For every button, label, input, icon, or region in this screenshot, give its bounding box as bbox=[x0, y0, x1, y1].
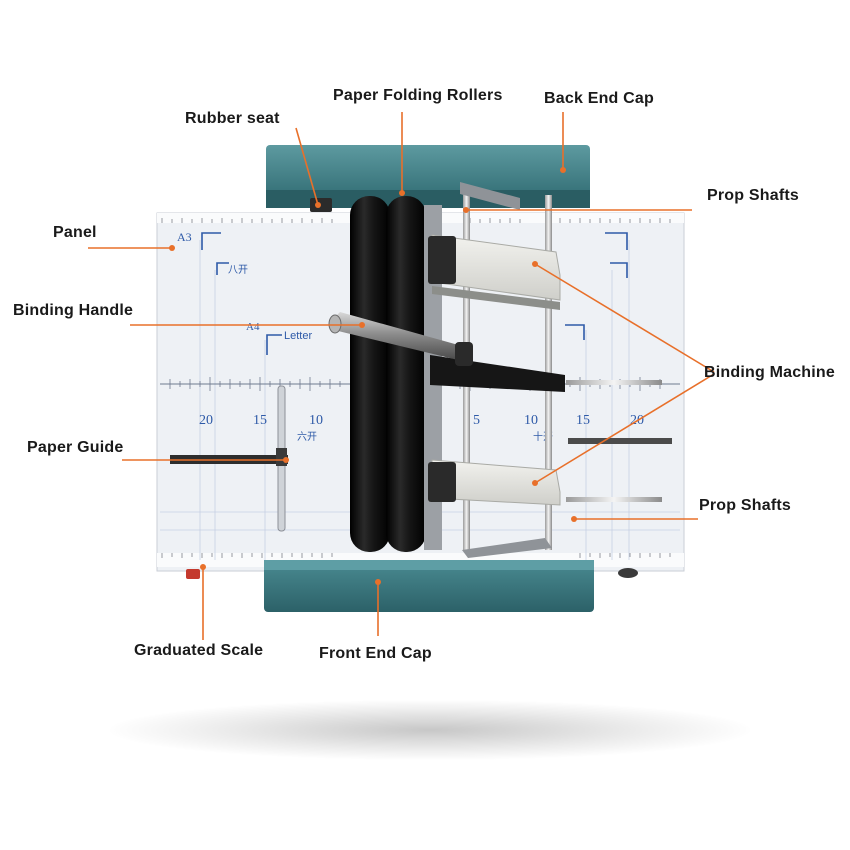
letter-mark: Letter bbox=[284, 330, 312, 342]
paper-size-guides bbox=[201, 232, 628, 355]
binding-handle bbox=[328, 312, 473, 366]
callout-anchor-dots bbox=[169, 167, 577, 585]
label-graduated-scale: Graduated Scale bbox=[134, 642, 264, 659]
front-right-foot bbox=[618, 568, 638, 578]
top-scale-ticks bbox=[161, 218, 671, 223]
scale-20-left: 20 bbox=[199, 413, 213, 428]
scale-5-right: 5 bbox=[473, 413, 480, 428]
graduated-scale-knob bbox=[186, 569, 200, 579]
ba-kai-mark: 八开 bbox=[228, 265, 248, 276]
front-end-cap bbox=[264, 560, 594, 612]
label-rubber-seat: Rubber seat bbox=[185, 110, 280, 127]
a4-mark: A4 bbox=[246, 321, 260, 333]
label-binding-handle: Binding Handle bbox=[13, 302, 134, 319]
label-prop-shafts-bottom: Prop Shafts bbox=[699, 497, 791, 514]
paper-folding-rollers bbox=[350, 196, 426, 552]
leader-binding-machine-lower bbox=[534, 373, 715, 484]
panel-faint-guides bbox=[160, 240, 680, 560]
scale-15-left: 15 bbox=[253, 413, 267, 428]
binding-machine-lower bbox=[428, 459, 561, 506]
label-prop-shafts-top: Prop Shafts bbox=[707, 187, 799, 204]
prop-shafts-right-bars bbox=[566, 380, 672, 502]
label-panel: Panel bbox=[53, 224, 97, 241]
label-paper-guide: Paper Guide bbox=[27, 439, 124, 456]
binding-machine-upper bbox=[428, 234, 561, 310]
label-paper-folding-rollers: Paper Folding Rollers bbox=[333, 87, 503, 104]
scale-15-right: 15 bbox=[576, 413, 590, 428]
shaft-clamp-top bbox=[460, 182, 520, 210]
floor-shadow bbox=[110, 700, 750, 760]
prop-shaft-vertical-right bbox=[545, 195, 552, 550]
a3-mark: A3 bbox=[177, 230, 192, 244]
liu-kai-mark: 六开 bbox=[297, 431, 317, 443]
scale-10-left: 10 bbox=[309, 413, 323, 428]
bottom-scale-ticks bbox=[161, 553, 671, 558]
scale-10-right: 10 bbox=[524, 413, 538, 428]
callout-leader-lines bbox=[88, 112, 715, 640]
leader-binding-machine-upper bbox=[534, 263, 715, 373]
shaft-clamp-bottom bbox=[462, 538, 552, 558]
label-front-end-cap: Front End Cap bbox=[319, 645, 432, 662]
label-back-end-cap: Back End Cap bbox=[544, 90, 654, 107]
leader-rubber-seat bbox=[295, 127, 319, 206]
label-binding-machine: Binding Machine bbox=[704, 364, 835, 381]
